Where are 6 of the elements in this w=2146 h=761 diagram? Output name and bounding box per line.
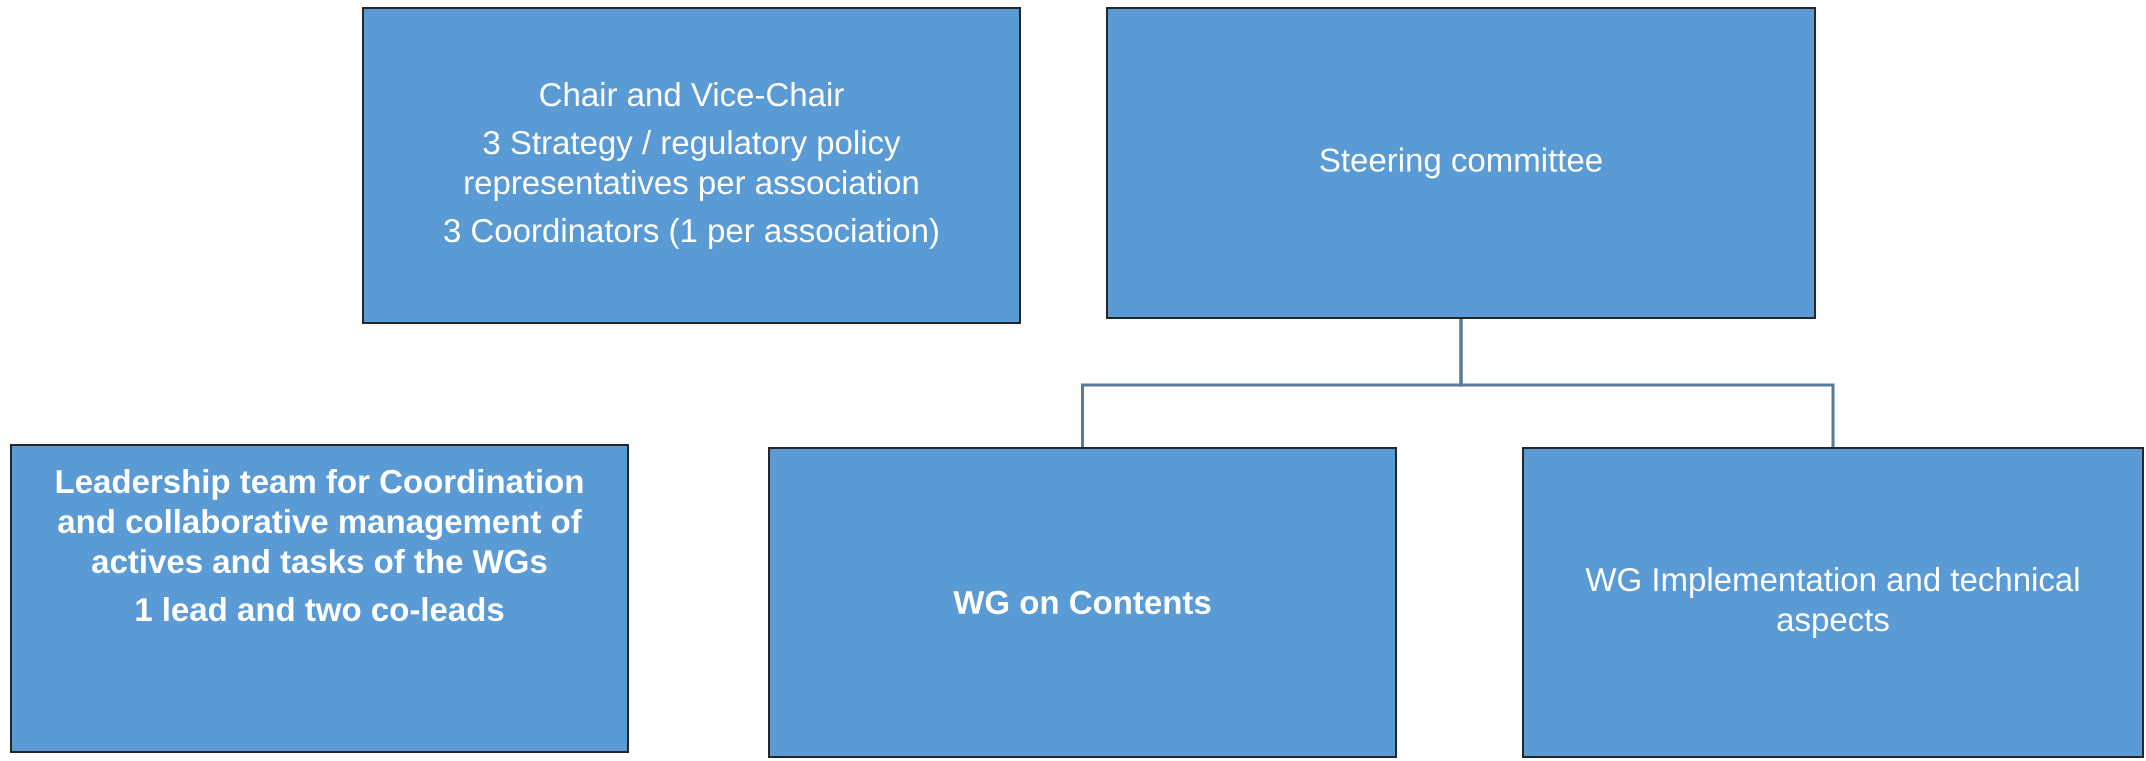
org-box: Chair and Vice-Chair 3 Strategy / regulatory policy representatives per association 3 Coordinators (1 per association) — [362, 7, 1021, 324]
connector-line — [1459, 319, 1835, 447]
org-box: Steering committee — [1106, 7, 1816, 319]
org-box: WG on Contents — [768, 447, 1397, 758]
org-box: Leadership team for Coordination and collaborative management of actives and tasks of the WGs 1 lead and two co-leads — [10, 444, 629, 753]
org-box: WG Implementation and technical aspects — [1522, 447, 2144, 758]
